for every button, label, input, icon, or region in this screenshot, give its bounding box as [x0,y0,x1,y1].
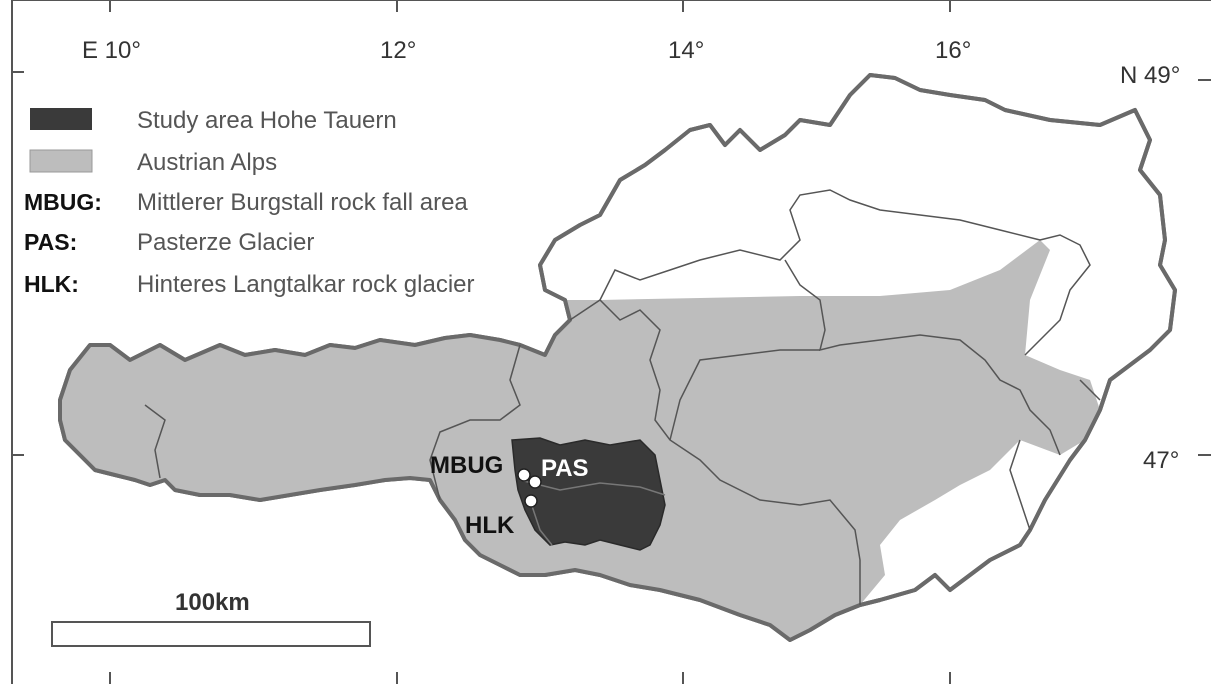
site-label-mbug: MBUG [430,452,503,479]
latitude-label-49: N 49° [1120,62,1180,89]
legend-text-pas: Pasterze Glacier [137,229,314,256]
study-area-boundary [519,479,666,496]
legend-abbr-mbug: MBUG: [24,189,102,215]
site-pas-marker [528,475,542,489]
austria-border [58,73,1177,642]
longitude-label-16: 16° [935,37,971,64]
study-area-drainage [529,499,553,546]
state-borders [144,189,1101,605]
longitude-label-12: 12° [380,37,416,64]
scale-bar-rect [51,621,371,647]
site-hlk-marker [524,494,538,508]
legend-text-mbug: Mittlerer Burgstall rock fall area [137,189,468,216]
site-mbug-marker [517,468,531,482]
legend-swatch-alps [29,149,93,173]
map-frame [11,0,1211,684]
scale-bar: 100km [51,589,371,647]
longitude-label-10: E 10° [82,37,141,64]
scale-bar-label: 100km [175,589,250,616]
legend-text-hlk: Hinteres Langtalkar rock glacier [137,271,475,298]
longitude-label-14: 14° [668,37,704,64]
site-label-pas: PAS [541,455,589,482]
legend-text-study-area: Study area Hohe Tauern [137,107,397,134]
alps-region [60,240,1100,640]
study-area-hohe-tauern [511,437,666,551]
legend-swatch-study-area [30,108,92,130]
legend-abbr-hlk: HLK: [24,271,79,297]
site-markers [517,468,542,508]
legend: Study area Hohe Tauern Austrian Alps MBU… [24,107,475,298]
site-label-hlk: HLK [465,512,515,539]
legend-abbr-pas: PAS: [24,229,77,255]
legend-text-alps: Austrian Alps [137,149,277,176]
latitude-label-47: 47° [1143,447,1179,474]
